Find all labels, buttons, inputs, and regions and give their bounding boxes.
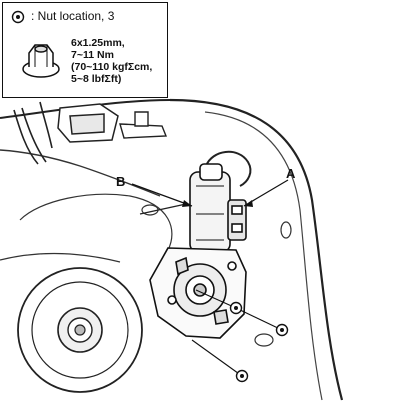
door-panel-contour (19, 193, 173, 251)
linkage-rod (139, 203, 187, 215)
door-frame-left (0, 149, 161, 197)
nut-location-symbol-icon (11, 10, 25, 24)
spec-line: 5~8 lbfΣft) (71, 73, 122, 85)
door-panel-outline (169, 98, 344, 401)
nut-leader-1 (195, 289, 237, 309)
nut-leader-2 (235, 307, 283, 331)
flange-nut-icon (22, 44, 60, 78)
callout-b-arrowhead (182, 200, 192, 207)
legend-graphics (11, 10, 60, 78)
regulator-motor (189, 163, 247, 253)
callout-a-label: A (286, 166, 296, 181)
spec-line: 7~11 Nm (71, 49, 114, 61)
door-lower-contour (0, 252, 121, 263)
spec-line: (70~110 kgfΣcm, (71, 61, 153, 73)
gear-housing (149, 247, 247, 339)
left-wire-harness (13, 101, 53, 165)
harness-cable (205, 151, 252, 187)
speaker-opening (17, 267, 143, 393)
nut-spec-legend: : Nut location, 3 6x1.25mm, 7~11 Nm (70~… (2, 2, 168, 98)
spec-line: 6x1.25mm, (71, 37, 125, 49)
callout-b-label: B (116, 174, 126, 189)
door-panel-inner-edge (204, 111, 323, 401)
callout-b-leader (131, 183, 193, 207)
legend-caption: : Nut location, 3 (31, 9, 115, 23)
upper-bracket (57, 103, 119, 143)
torque-spec: 6x1.25mm, 7~11 Nm (70~110 kgfΣcm, 5~8 lb… (71, 37, 152, 85)
nut-location-symbol-icon (229, 301, 243, 315)
upper-clip (119, 111, 168, 139)
callout-a-arrowhead (244, 200, 253, 207)
nut-location-symbol-icon (275, 323, 289, 337)
nut-leader-3 (191, 339, 243, 377)
nut-location-symbol-icon (235, 369, 249, 383)
